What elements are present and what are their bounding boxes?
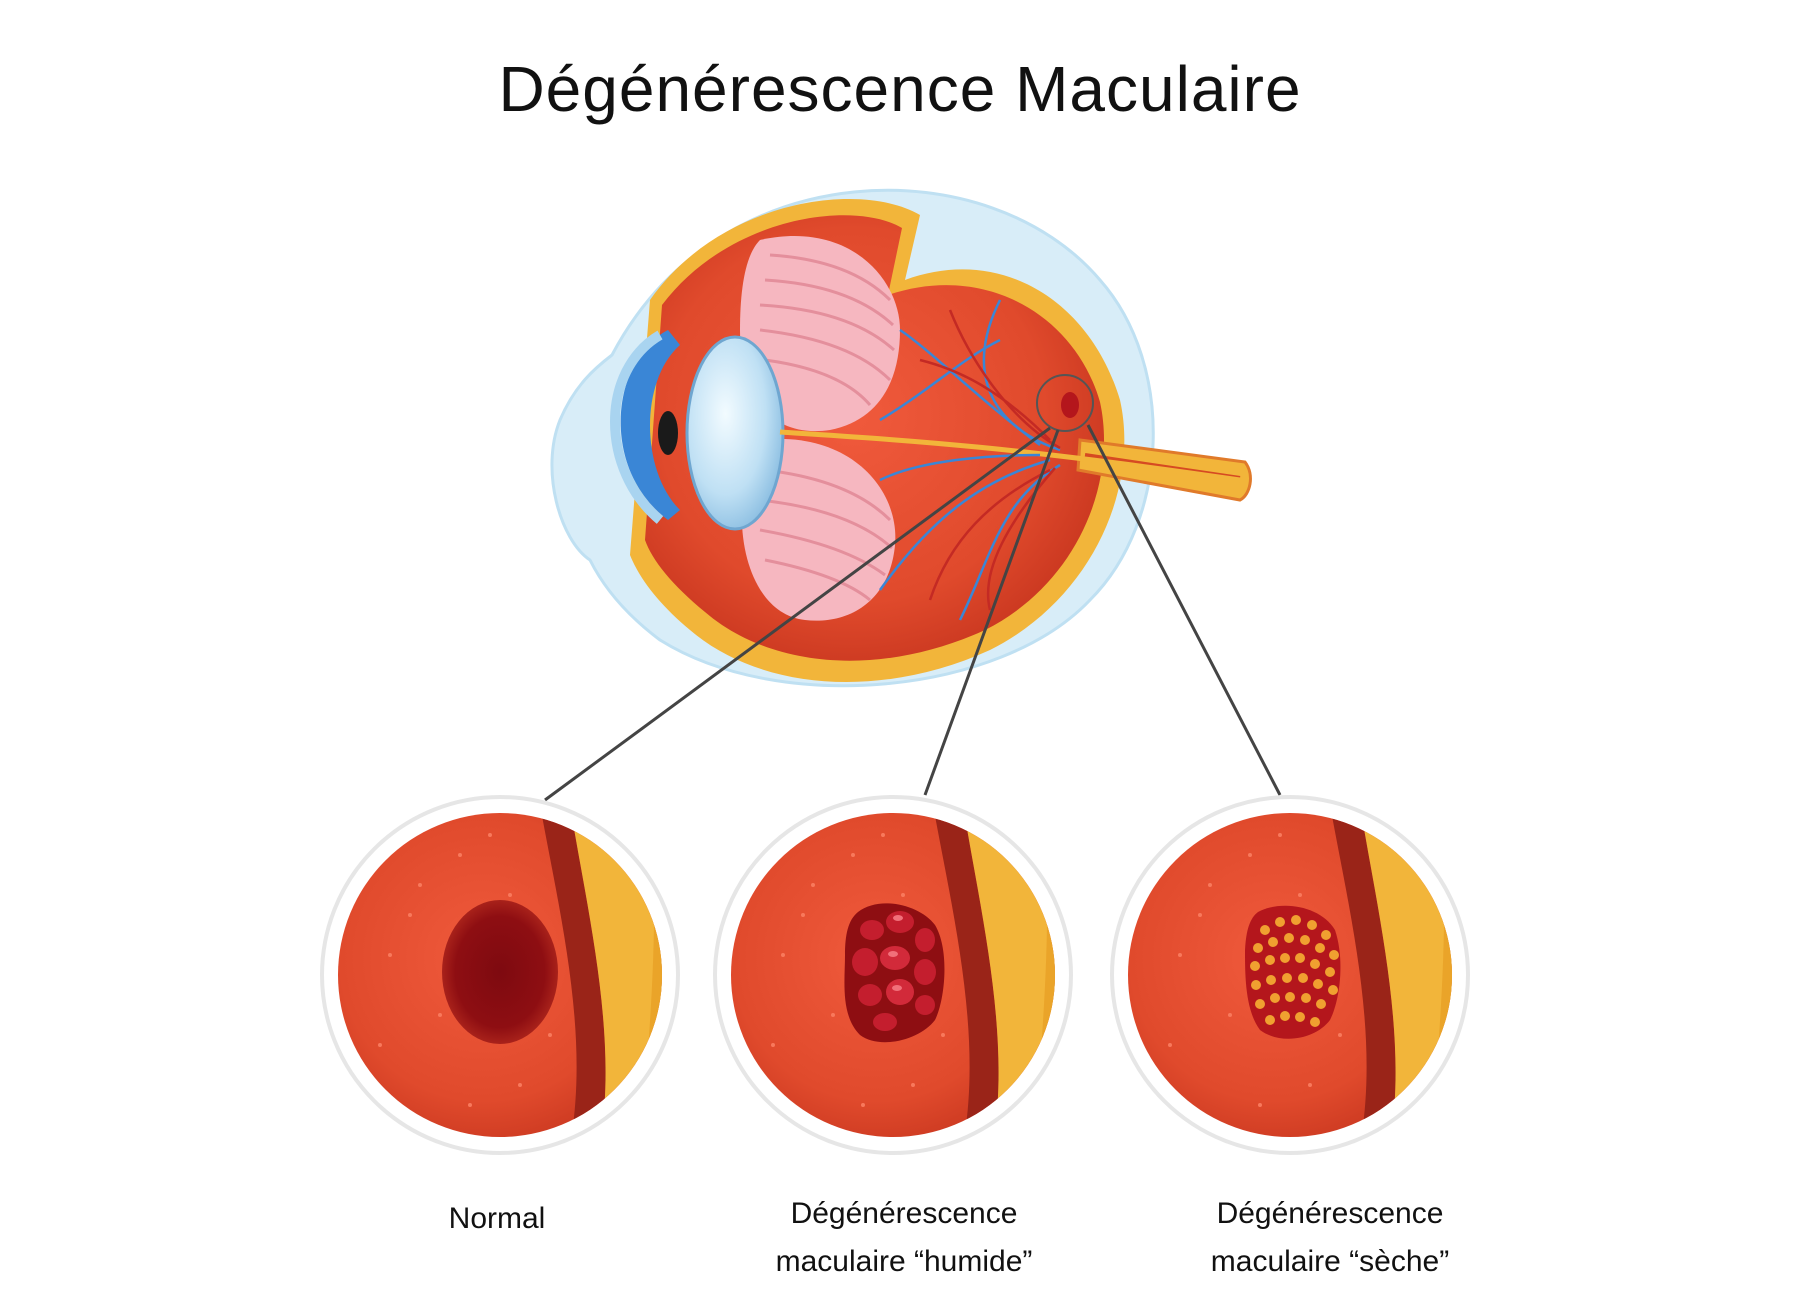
detail-wet [713, 795, 1073, 1155]
wet-lesion [844, 903, 945, 1043]
caption-normal: Normal [287, 1195, 707, 1243]
caption-normal-text: Normal [448, 1202, 546, 1235]
macula-marker [1036, 374, 1094, 432]
lens [685, 335, 785, 531]
pupil [658, 411, 678, 455]
caption-wet-line1: Dégénérescence [790, 1197, 1018, 1230]
detail-normal [320, 795, 680, 1155]
caption-dry-line1: Dégénérescence [1216, 1197, 1444, 1230]
eye-cross-section [550, 188, 1252, 688]
dry-lesion [1245, 905, 1341, 1039]
caption-wet-line2: maculaire “humide” [775, 1245, 1033, 1278]
cornea [620, 330, 680, 520]
diagram-title: Dégénérescence Maculaire [498, 53, 1302, 125]
ciliary-body [740, 236, 900, 621]
caption-dry-line2: maculaire “sèche” [1210, 1245, 1450, 1278]
detail-dry [1110, 795, 1470, 1155]
caption-dry: Dégénérescence maculaire “sèche” [1120, 1190, 1540, 1286]
connector-lines [544, 424, 1282, 802]
healthy-macula [442, 900, 558, 1044]
blood-vessels [878, 299, 1061, 621]
caption-wet: Dégénérescence maculaire “humide” [694, 1190, 1114, 1286]
